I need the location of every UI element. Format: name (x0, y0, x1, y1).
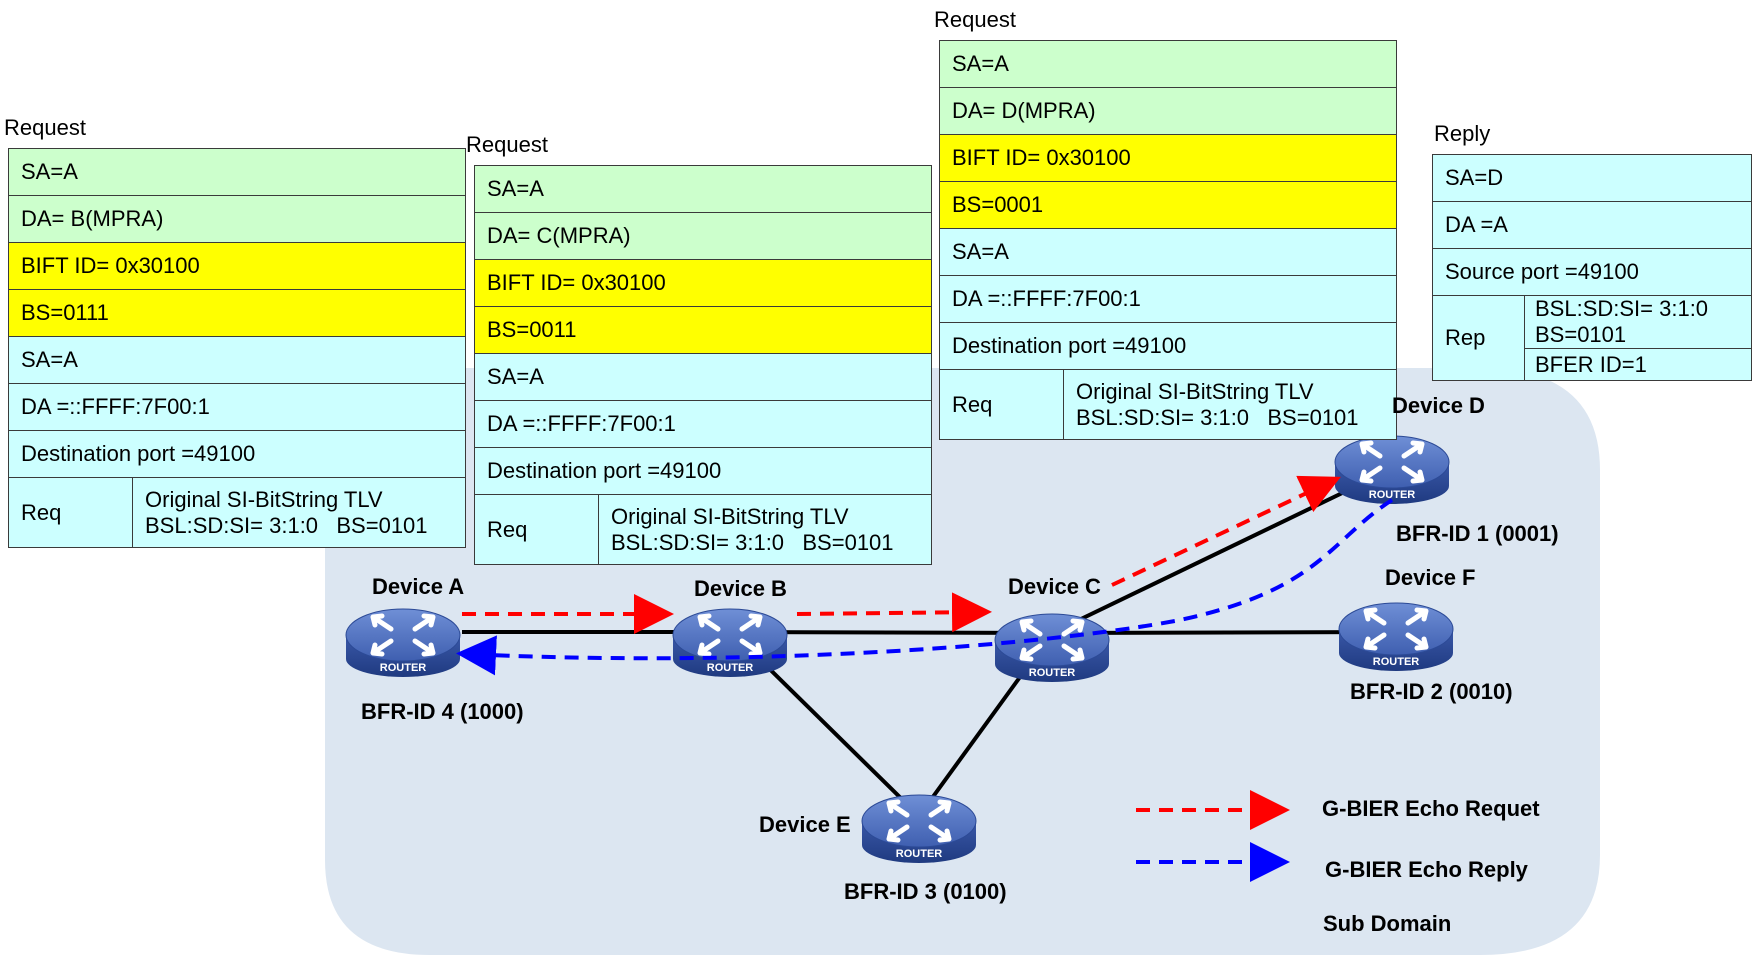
request3-packet-table: SA=A DA= D(MPRA) BIFT ID= 0x30100 BS=000… (939, 40, 1397, 440)
router-device-e[interactable]: ROUTER (862, 795, 976, 863)
tlv-title: Original SI-BitString TLV (611, 503, 849, 529)
legend-reply-label: G-BIER Echo Reply (1325, 857, 1528, 882)
reply-packet-table: SA=D DA =A Source port =49100 Rep BSL:SD… (1432, 154, 1752, 381)
router-label: ROUTER (380, 662, 427, 674)
router-device-d[interactable]: ROUTER (1335, 436, 1449, 504)
device-a-bfr-id: BFR-ID 4 (1000) (361, 699, 524, 724)
request2-packet-table: SA=A DA= C(MPRA) BIFT ID= 0x30100 BS=001… (474, 165, 932, 565)
bift-id-field: BIFT ID= 0x30100 (939, 134, 1397, 182)
sa-field: SA=A (8, 148, 466, 196)
inner-sa-field: SA=A (8, 336, 466, 384)
inner-da-field: DA =::FFFF:7F00:1 (939, 275, 1397, 323)
router-label: ROUTER (1369, 489, 1416, 501)
bift-id-field: BIFT ID= 0x30100 (474, 259, 932, 307)
router-label: ROUTER (896, 848, 943, 860)
router-device-a[interactable]: ROUTER (346, 609, 460, 677)
sa-field: SA=D (1432, 154, 1752, 202)
router-label: ROUTER (1373, 656, 1420, 668)
router-device-c[interactable]: ROUTER (995, 614, 1109, 682)
destination-port-field: Destination port =49100 (8, 430, 466, 478)
tlv-title: Original SI-BitString TLV (145, 486, 383, 512)
reply-caption: Reply (1434, 121, 1491, 146)
sub-domain-label: Sub Domain (1323, 911, 1452, 936)
bs-value: BS=0101 (1535, 322, 1627, 347)
request1-caption: Request (4, 115, 86, 140)
device-d-bfr-id: BFR-ID 1 (0001) (1396, 521, 1559, 546)
req-label: Req (8, 477, 133, 548)
device-e-label: Device E (759, 812, 851, 837)
reply-arrow-d-a (456, 498, 1394, 676)
bsl-value: BSL:SD:SI= 3:1:0 (1535, 296, 1709, 322)
da-field: DA= D(MPRA) (939, 87, 1397, 135)
legend-request-label: G-BIER Echo Requet (1322, 796, 1540, 821)
router-device-f[interactable]: ROUTER (1339, 603, 1453, 671)
device-d-label: Device D (1392, 393, 1485, 418)
bs-field: BS=0001 (939, 181, 1397, 229)
router-label: ROUTER (707, 662, 754, 674)
bs-field: BS=0011 (474, 306, 932, 354)
sa-field: SA=A (474, 165, 932, 213)
request-arrow-c-d (1111, 475, 1341, 587)
inner-sa-field: SA=A (939, 228, 1397, 276)
inner-sa-field: SA=A (474, 353, 932, 401)
sa-field: SA=A (939, 40, 1397, 88)
device-a-label: Device A (372, 574, 465, 599)
bs-field: BS=0111 (8, 289, 466, 337)
bift-id-field: BIFT ID= 0x30100 (8, 242, 466, 290)
request3-caption: Request (934, 7, 1016, 32)
source-port-field: Source port =49100 (1432, 248, 1752, 296)
da-field: DA= C(MPRA) (474, 212, 932, 260)
link-c-f (1051, 630, 1397, 635)
router-device-b[interactable]: ROUTER (673, 609, 787, 677)
device-f-bfr-id: BFR-ID 2 (0010) (1350, 679, 1513, 704)
request1-packet-table: SA=A DA= B(MPRA) BIFT ID= 0x30100 BS=011… (8, 148, 466, 548)
req-label: Req (474, 494, 599, 565)
router-label: ROUTER (1029, 667, 1076, 679)
device-b-label: Device B (694, 576, 787, 601)
device-f-label: Device F (1385, 565, 1476, 590)
inner-da-field: DA =::FFFF:7F00:1 (474, 400, 932, 448)
bfer-id-field: BFER ID=1 (1524, 348, 1752, 381)
rep-label: Rep (1432, 295, 1525, 381)
device-e-bfr-id: BFR-ID 3 (0100) (844, 879, 1007, 904)
tlv-value: BSL:SD:SI= 3:1:0 BS=0101 (145, 512, 428, 538)
tlv-value: BSL:SD:SI= 3:1:0 BS=0101 (1076, 404, 1359, 430)
destination-port-field: Destination port =49100 (939, 322, 1397, 370)
req-label: Req (939, 369, 1064, 440)
inner-da-field: DA =::FFFF:7F00:1 (8, 383, 466, 431)
destination-port-field: Destination port =49100 (474, 447, 932, 495)
request2-caption: Request (466, 132, 548, 157)
tlv-value: BSL:SD:SI= 3:1:0 BS=0101 (611, 529, 894, 555)
tlv-title: Original SI-BitString TLV (1076, 378, 1314, 404)
request-arrow-b-c (796, 592, 992, 633)
da-field: DA =A (1432, 201, 1752, 249)
device-c-label: Device C (1008, 574, 1101, 599)
da-field: DA= B(MPRA) (8, 195, 466, 243)
